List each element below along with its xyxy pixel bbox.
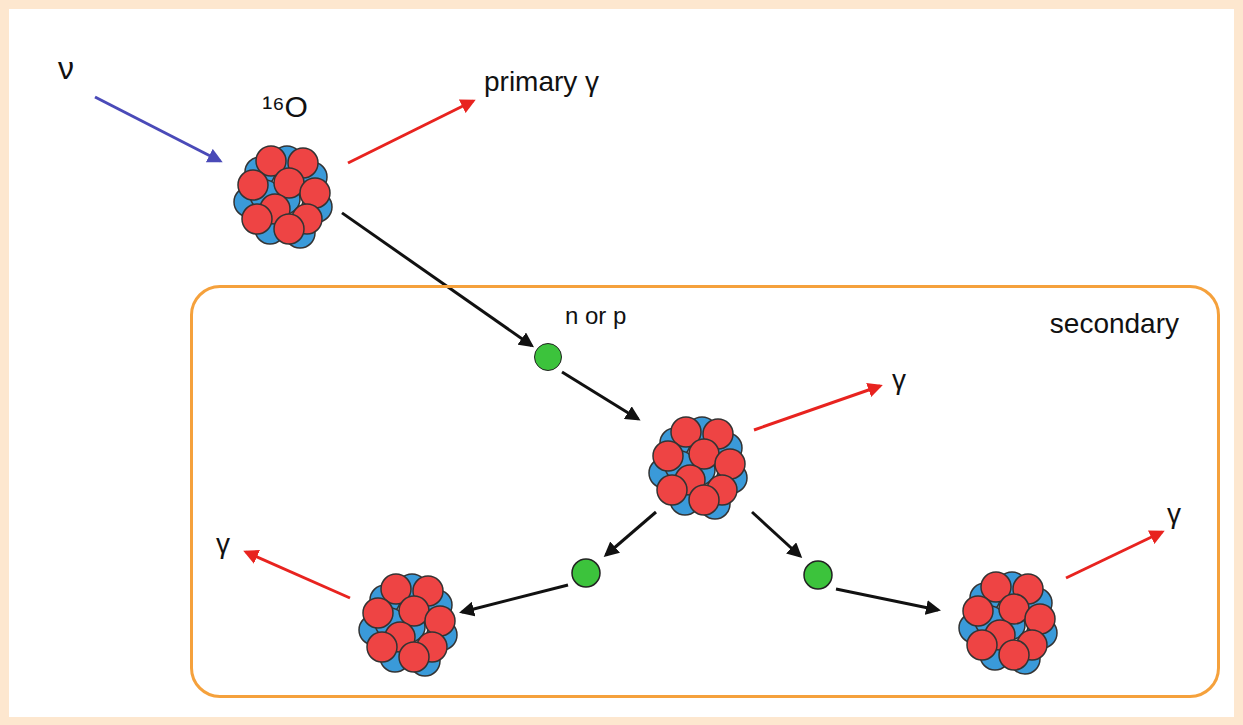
nucleon-arrow [606, 512, 656, 555]
nucleon-arrow [752, 512, 800, 556]
gamma-label: primary γ [484, 66, 599, 98]
nucleon-arrow [342, 213, 532, 346]
nucleon [572, 559, 600, 587]
nucleus [649, 417, 747, 519]
gamma-label: γ [216, 528, 230, 560]
nucleon-arrow [836, 589, 938, 610]
nucleon-circle: n or p [534, 343, 562, 371]
target-nucleus: ¹⁶O [228, 88, 342, 258]
secondary-region: secondary n or p [190, 285, 1220, 698]
nucleon [804, 561, 832, 589]
nucleus [959, 572, 1057, 674]
gamma-arrow [246, 552, 350, 598]
gamma-arrow [754, 386, 880, 430]
nucleon-arrow [462, 585, 568, 612]
nucleon-label: n or p [565, 302, 626, 330]
nucleus [359, 574, 457, 676]
gamma-label: γ [1167, 498, 1181, 530]
neutrino-symbol: ν [58, 50, 74, 87]
gamma-label: γ [892, 364, 906, 396]
nucleon-arrow [562, 372, 638, 419]
gamma-arrow [348, 101, 473, 163]
region-label: secondary [1050, 308, 1179, 340]
neutrino-arrow [95, 97, 220, 161]
gamma-arrow [1066, 532, 1162, 578]
nucleus-label: ¹⁶O [228, 90, 342, 125]
